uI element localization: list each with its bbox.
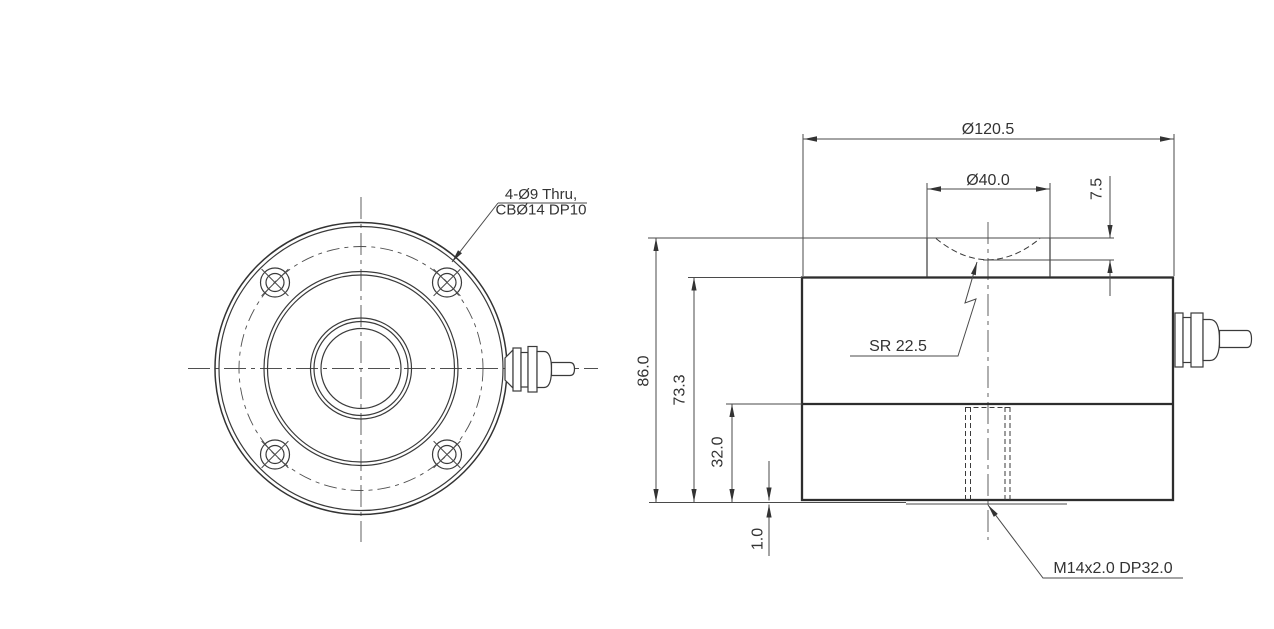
boss-outer-circle: [263, 270, 459, 467]
dim-button-diameter-text: Ø40.0: [966, 172, 1010, 189]
bolt-circle: [238, 246, 484, 491]
front-cable: [550, 361, 576, 377]
bolt-hole-bottom-left: [259, 439, 291, 470]
boss-inner-circle: [266, 274, 456, 463]
side-cable-gland: [1174, 312, 1253, 368]
dim-lower-section-height-text: 32.0: [710, 436, 727, 467]
front-view: 4-Ø9 Thru, CBØ14 DP10: [188, 186, 598, 542]
bolt-hole-top-left: [259, 267, 291, 298]
bolt-hole-bottom-right: [431, 439, 463, 470]
side-view: Ø120.5 Ø40.0 7.5 86.0 73.3: [636, 121, 1253, 579]
dim-button-diameter: Ø40.0: [926, 172, 1051, 238]
dim-lower-section-height: 32.0: [710, 404, 735, 502]
bolt-hole-top-right: [431, 267, 463, 298]
dim-bottom-clearance: 1.0: [750, 461, 772, 556]
callout-spherical-radius-text: SR 22.5: [869, 338, 927, 355]
bolt-hole-callout: 4-Ø9 Thru, CBØ14 DP10: [451, 186, 587, 263]
bore-outer-circle: [309, 317, 413, 420]
bore-inner-circle: [320, 327, 402, 410]
dim-overall-diameter: Ø120.5: [802, 121, 1175, 276]
callout-spherical-radius: SR 22.5: [850, 261, 978, 357]
bolt-hole-callout-line2: CBØ14 DP10: [496, 202, 587, 219]
load-button: [926, 238, 1051, 277]
dim-overall-height-text: 86.0: [636, 355, 653, 386]
front-cable-gland: [504, 345, 576, 393]
dim-body-height: 73.3: [672, 277, 697, 502]
dim-button-recess-depth: 7.5: [1089, 176, 1113, 296]
callout-thread-text: M14x2.0 DP32.0: [1053, 560, 1172, 577]
dim-body-height-text: 73.3: [672, 374, 689, 405]
callout-thread: M14x2.0 DP32.0: [987, 504, 1183, 579]
dim-overall-diameter-text: Ø120.5: [962, 121, 1015, 138]
bolt-hole-callout-line1: 4-Ø9 Thru,: [505, 186, 577, 203]
side-cable: [1218, 329, 1253, 349]
flange-rim-circle: [218, 225, 504, 512]
bore-mid-circle: [313, 320, 409, 417]
dim-overall-height: 86.0: [636, 238, 659, 502]
dim-bottom-clearance-text: 1.0: [750, 528, 767, 550]
dim-button-recess-depth-text: 7.5: [1089, 178, 1106, 200]
side-body-outline: [800, 276, 1175, 502]
